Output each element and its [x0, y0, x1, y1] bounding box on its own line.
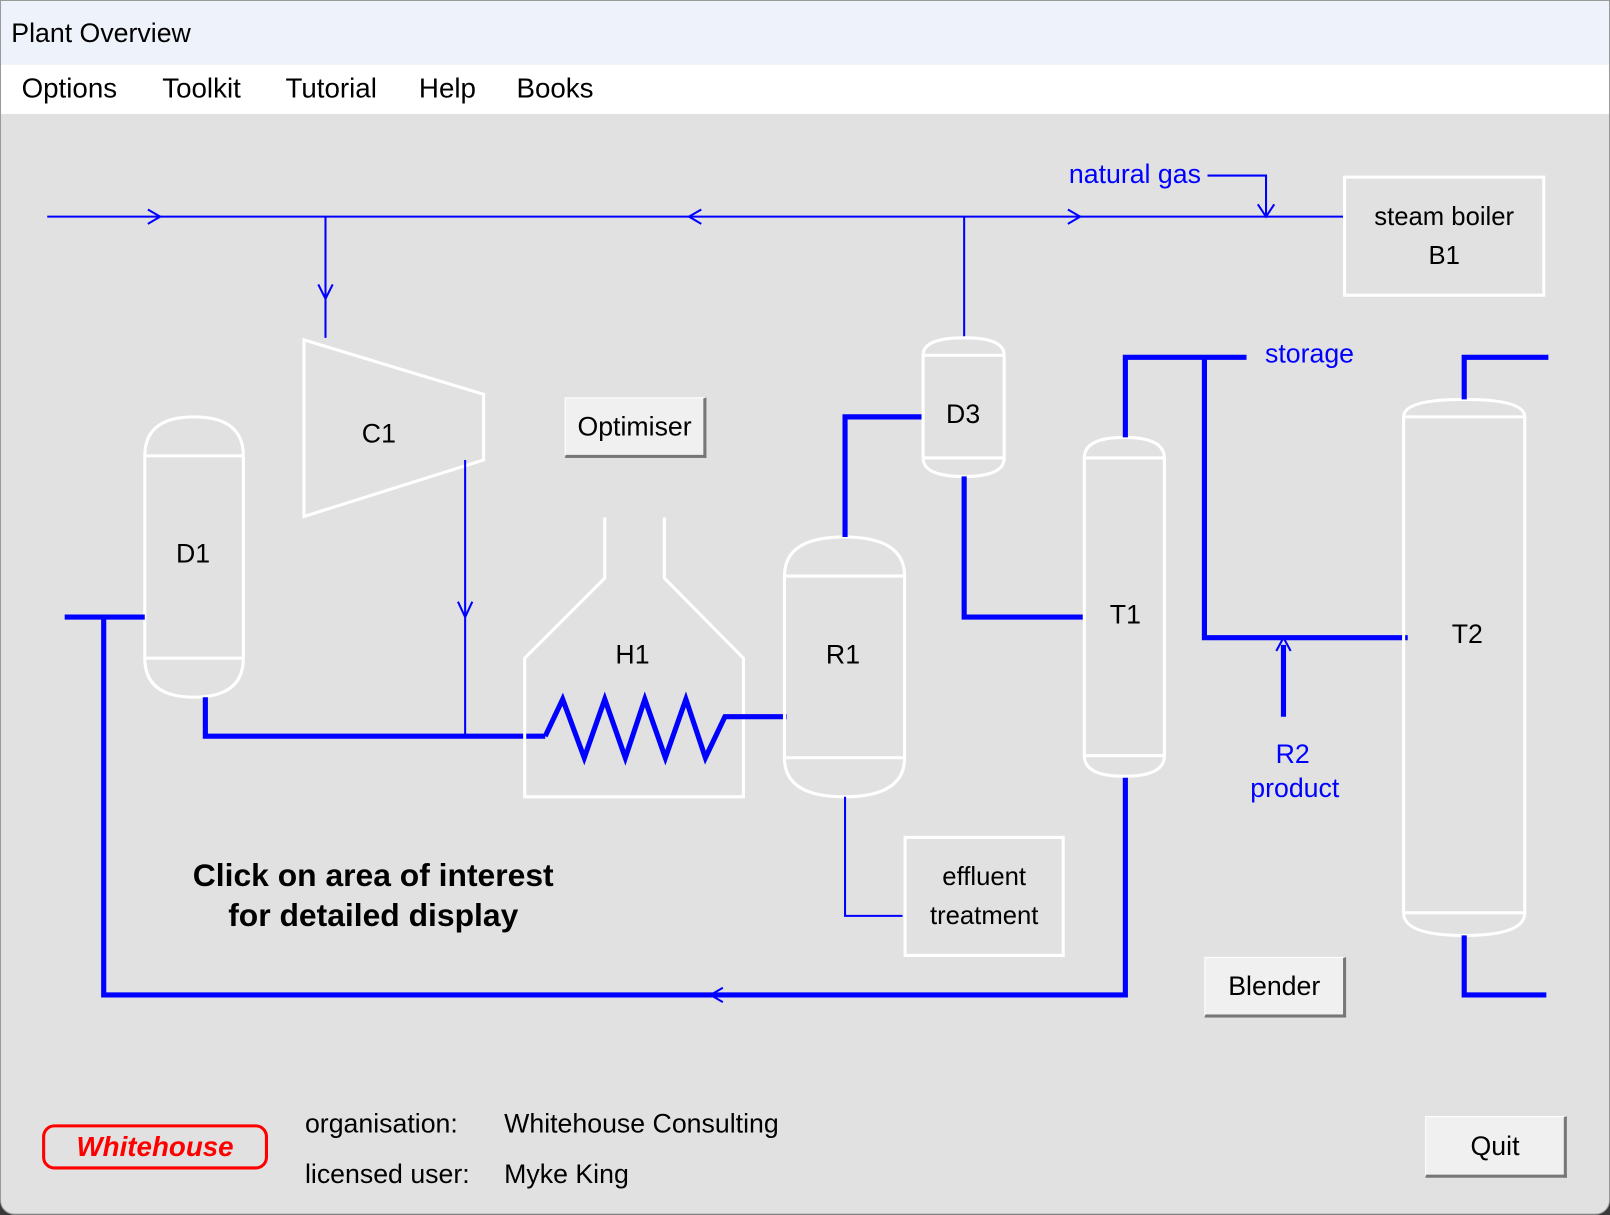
arrow-right-icon: [1067, 208, 1083, 225]
blender-button[interactable]: Blender: [1204, 956, 1347, 1018]
t2-bottoms-line: [1461, 935, 1547, 998]
effluent-line: [844, 796, 903, 917]
arrow-down-icon: [457, 601, 474, 620]
arrow-right-icon: [147, 208, 163, 225]
compressor-c1[interactable]: [302, 337, 486, 519]
arrow-left-icon: [686, 208, 702, 225]
boiler-id: B1: [1428, 241, 1460, 271]
organisation-value: Whitehouse Consulting: [504, 1107, 779, 1139]
column-t2[interactable]: [1402, 397, 1527, 937]
arrow-left-icon: [708, 986, 724, 1004]
steam-boiler-b1[interactable]: steam boiler B1: [1343, 175, 1546, 297]
r2-label: R2: [1276, 739, 1310, 769]
t1-feed-line: [961, 476, 1085, 620]
effluent-label: effluent: [942, 862, 1027, 892]
heater-coil: [542, 691, 787, 766]
window-title: Plant Overview: [11, 17, 191, 49]
natural-gas-label: natural gas: [1069, 159, 1201, 189]
user-label: licensed user:: [304, 1158, 470, 1190]
instruction-line-1: Click on area of interest: [192, 857, 554, 894]
r1-label: R1: [826, 639, 860, 669]
drum-d3[interactable]: [921, 336, 1006, 478]
instruction-text: Click on area of interest for detailed d…: [135, 855, 612, 935]
instruction-line-2: for detailed display: [228, 897, 519, 934]
r1-overhead-line: [842, 414, 923, 538]
heater-feed-line: [202, 697, 546, 739]
effluent-treatment[interactable]: effluent treatment: [903, 835, 1065, 957]
storage-line: [1122, 354, 1247, 438]
quit-button[interactable]: Quit: [1425, 1116, 1567, 1178]
natural-gas-line: [1207, 174, 1268, 217]
d1-label: D1: [176, 539, 210, 569]
menu-toolkit[interactable]: Toolkit: [162, 72, 241, 104]
menu-books[interactable]: Books: [516, 72, 594, 104]
drum-d1[interactable]: [143, 415, 245, 699]
title-bar: Plant Overview: [1, 1, 1609, 65]
organisation-label: organisation:: [304, 1107, 458, 1139]
optimiser-button[interactable]: Optimiser: [564, 397, 707, 458]
boiler-label: steam boiler: [1374, 202, 1515, 232]
heater-h1[interactable]: [523, 517, 745, 799]
arrow-down-icon: [1256, 203, 1276, 219]
recycle-line: [101, 617, 1128, 998]
product-label: product: [1250, 773, 1340, 803]
t1-label: T1: [1110, 599, 1141, 629]
menu-options[interactable]: Options: [21, 72, 118, 104]
t2-feed-line: [1201, 357, 1408, 641]
d3-label: D3: [946, 399, 980, 429]
reactor-r1[interactable]: [782, 535, 907, 799]
column-t1[interactable]: [1082, 435, 1166, 778]
arrow-down-icon: [317, 283, 334, 302]
menu-bar: Options Toolkit Tutorial Help Books: [1, 64, 1609, 114]
storage-label: storage: [1265, 338, 1354, 368]
menu-help[interactable]: Help: [418, 72, 476, 104]
whitehouse-logo: Whitehouse: [42, 1124, 268, 1170]
user-value: Myke King: [504, 1158, 629, 1190]
h1-label: H1: [615, 639, 649, 669]
arrow-up-icon: [1275, 635, 1292, 652]
c1-label: C1: [362, 419, 396, 449]
treatment-label: treatment: [929, 901, 1039, 931]
menu-tutorial[interactable]: Tutorial: [285, 72, 377, 104]
t2-overhead-line: [1461, 354, 1549, 400]
t2-label: T2: [1452, 619, 1483, 649]
